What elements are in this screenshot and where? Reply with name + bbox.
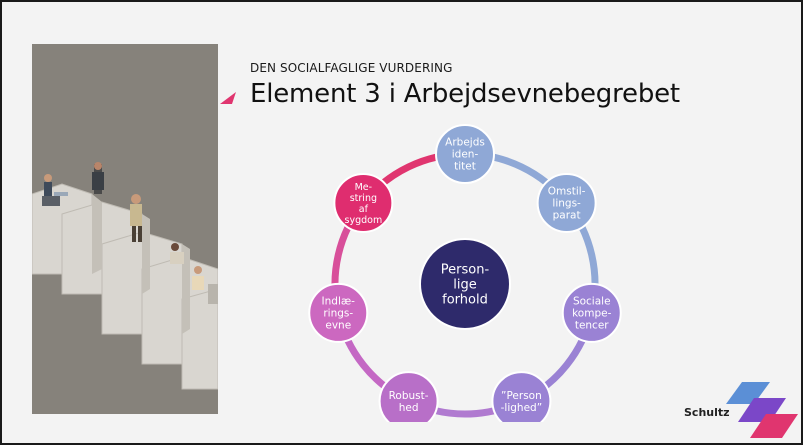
node-arbejdsidentitet-circle xyxy=(435,124,495,184)
node-omstillingsparat-circle xyxy=(536,172,597,233)
schultz-logo xyxy=(726,382,798,438)
node-mestring-circle xyxy=(333,172,394,233)
node-personlighed-circle xyxy=(491,371,552,422)
slide-eyebrow: DEN SOCIALFAGLIGE VURDERING xyxy=(250,61,453,75)
node-personlighed: ”Person-lighed” xyxy=(491,371,552,422)
office-illustration xyxy=(32,44,218,414)
office-illustration-graphic xyxy=(32,44,218,414)
node-indlaeringsevne-circle xyxy=(308,282,369,343)
center-circle xyxy=(419,238,511,330)
node-omstillingsparat: Omstil-lings-parat xyxy=(536,172,597,233)
title-arrow-icon xyxy=(220,92,236,104)
slide-title: Element 3 i Arbejdsevnebegrebet xyxy=(250,79,680,109)
node-robusthed: Robust-hed xyxy=(378,371,439,422)
node-sociale-kompetencer-circle xyxy=(561,282,622,343)
node-robusthed-circle xyxy=(378,371,439,422)
node-indlaeringsevne: Indlæ-rings-evne xyxy=(308,282,369,343)
logo-text: Schultz xyxy=(684,406,730,419)
